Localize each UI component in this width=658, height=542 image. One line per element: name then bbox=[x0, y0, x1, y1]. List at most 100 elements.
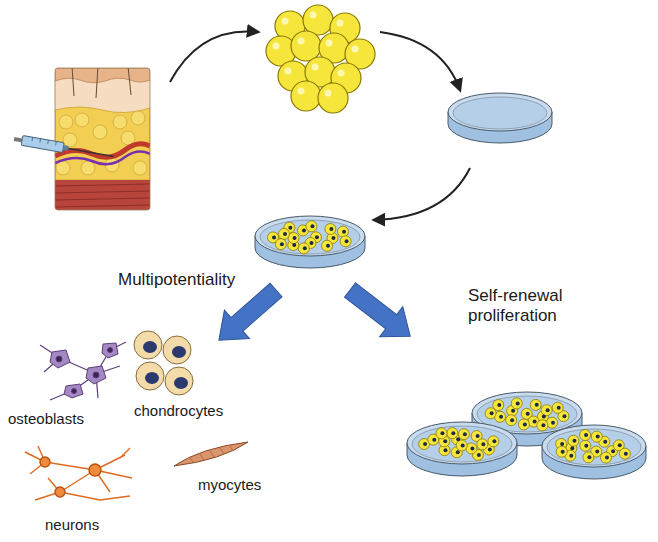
cultured-cell bbox=[619, 448, 630, 459]
petri-dishes bbox=[255, 93, 646, 479]
cell-nucleus bbox=[342, 230, 346, 234]
cell-nucleus bbox=[288, 226, 292, 230]
cell-highlight bbox=[326, 40, 333, 47]
osteoblast-cells bbox=[40, 342, 126, 400]
cell-nucleus bbox=[280, 242, 284, 246]
cultured-cell bbox=[537, 420, 548, 431]
cell-nucleus bbox=[542, 414, 546, 418]
dish-medium bbox=[453, 97, 547, 129]
adipocyte bbox=[291, 31, 321, 61]
cell-nucleus bbox=[603, 440, 607, 444]
cultured-cell bbox=[591, 431, 602, 442]
cell-nucleus bbox=[443, 439, 447, 443]
cell-nucleus bbox=[456, 437, 460, 441]
dish-rim bbox=[255, 216, 365, 256]
cell-nucleus bbox=[456, 450, 460, 454]
cultured-cell bbox=[325, 224, 336, 235]
syringe bbox=[13, 134, 114, 161]
cell-highlight bbox=[285, 68, 292, 75]
adipocyte-cluster bbox=[266, 5, 375, 113]
chondrocyte-cells bbox=[134, 331, 193, 395]
cell-nucleus bbox=[510, 418, 514, 422]
cell-nucleus bbox=[331, 236, 335, 240]
cell-nucleus bbox=[293, 236, 297, 240]
cell-nucleus bbox=[283, 232, 287, 236]
cell-nucleus bbox=[533, 420, 537, 424]
process-arrow bbox=[374, 168, 470, 220]
cell-nucleus bbox=[326, 244, 330, 248]
cultured-cell bbox=[530, 399, 541, 410]
cell-nucleus bbox=[535, 403, 539, 407]
cell-highlight bbox=[282, 18, 289, 25]
adipocyte bbox=[291, 81, 321, 111]
cultured-cell bbox=[447, 428, 458, 439]
cell-nucleus bbox=[499, 415, 503, 419]
cell-nucleus bbox=[481, 442, 485, 446]
cultured-cell bbox=[458, 429, 469, 440]
dish-medium bbox=[412, 426, 512, 462]
cultured-cell bbox=[338, 226, 349, 237]
cell-nucleus bbox=[569, 454, 573, 458]
cultured-cell bbox=[466, 443, 477, 454]
cultured-cell bbox=[298, 243, 309, 254]
cell-highlight bbox=[310, 12, 317, 19]
cell-type-label: chondrocytes bbox=[134, 402, 223, 420]
cell-nucleus bbox=[516, 401, 520, 405]
cell-nucleus bbox=[497, 403, 501, 407]
cell-nucleus bbox=[329, 227, 333, 231]
cell-nucleus bbox=[461, 443, 465, 447]
cell-nucleus bbox=[511, 409, 515, 413]
cultured-cell bbox=[518, 419, 529, 430]
cell-nucleus bbox=[546, 408, 550, 412]
cell-nucleus bbox=[488, 447, 492, 451]
cell-highlight bbox=[337, 20, 344, 27]
petri-dish bbox=[255, 216, 365, 268]
cell-highlight bbox=[338, 70, 345, 77]
cultured-cell bbox=[568, 435, 579, 446]
cultured-cell bbox=[556, 446, 567, 457]
cell-nucleus bbox=[587, 455, 591, 459]
petri-dish bbox=[542, 425, 646, 479]
branch-label: Self-renewal proliferation bbox=[468, 286, 586, 327]
branch-label: Multipotentiality bbox=[118, 270, 235, 290]
cell-nucleus bbox=[310, 224, 314, 228]
cultured-cell bbox=[580, 430, 591, 441]
cell-nucleus bbox=[523, 422, 527, 426]
cell-nucleus bbox=[272, 235, 276, 239]
cell-nucleus bbox=[463, 432, 467, 436]
cell-nucleus bbox=[423, 442, 427, 446]
process-arrow bbox=[380, 32, 460, 90]
cell-nucleus bbox=[440, 431, 444, 435]
cultured-cell bbox=[541, 405, 552, 416]
cell-highlight bbox=[325, 90, 332, 97]
cultured-cell bbox=[279, 228, 290, 239]
cultured-cell bbox=[600, 452, 611, 463]
adipocyte bbox=[318, 83, 348, 113]
cultured-cell bbox=[506, 415, 517, 426]
cell-nucleus bbox=[572, 439, 576, 443]
cell-nucleus bbox=[570, 446, 574, 450]
cell-nucleus bbox=[309, 241, 313, 245]
cell-nucleus bbox=[605, 456, 609, 460]
cell-nucleus bbox=[303, 246, 307, 250]
cultured-cell bbox=[436, 428, 447, 439]
cultured-cell bbox=[322, 240, 333, 251]
cell-highlight bbox=[298, 88, 305, 95]
dish-rim bbox=[407, 422, 517, 464]
petri-dish bbox=[407, 422, 517, 476]
cell-nucleus bbox=[443, 448, 447, 452]
cell-nucleus bbox=[560, 442, 564, 446]
cultured-cell bbox=[552, 402, 563, 413]
cell-nucleus bbox=[302, 228, 306, 232]
dish-medium bbox=[547, 429, 641, 465]
cell-nucleus bbox=[292, 243, 296, 247]
cultured-cell bbox=[275, 239, 286, 250]
cell-nucleus bbox=[595, 450, 599, 454]
cell-nucleus bbox=[611, 449, 615, 453]
cell-nucleus bbox=[557, 406, 561, 410]
cultured-cell bbox=[511, 398, 522, 409]
cell-highlight bbox=[273, 43, 280, 50]
cell-type-label: osteoblasts bbox=[8, 410, 84, 428]
